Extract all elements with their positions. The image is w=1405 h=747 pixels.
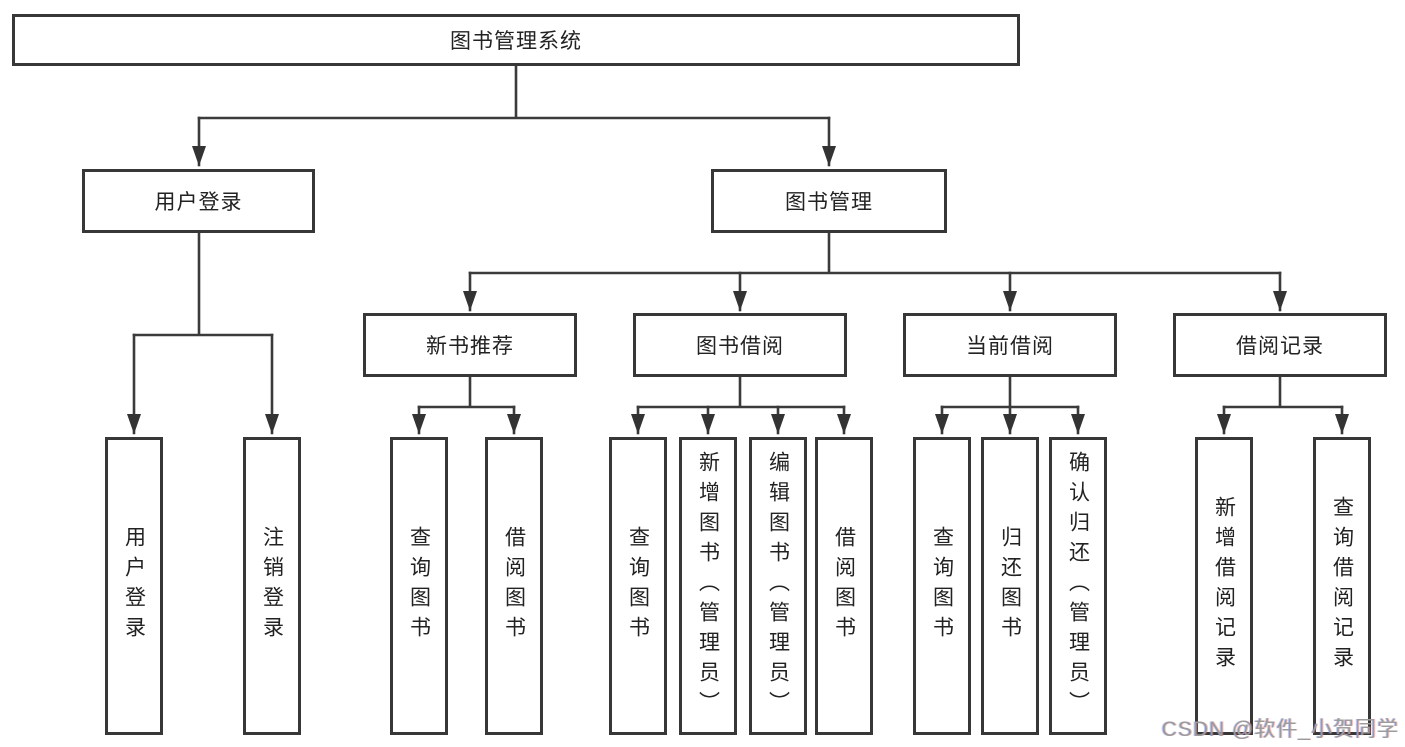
leaf-edit-book-admin: 编辑图书（管理员） <box>749 437 807 735</box>
leaf-borrow-books: 借阅图书 <box>815 437 873 735</box>
node-borrow-records: 借阅记录 <box>1173 313 1387 377</box>
leaf-logout: 注销登录 <box>243 437 301 735</box>
node-new-book-recommend: 新书推荐 <box>363 313 577 377</box>
leaf-return-book-label: 归还图书 <box>998 526 1022 646</box>
node-root: 图书管理系统 <box>12 14 1020 66</box>
leaf-user-login: 用户登录 <box>105 437 163 735</box>
leaf-add-borrow-record-label: 新增借阅记录 <box>1212 496 1236 676</box>
leaf-add-book-admin: 新增图书（管理员） <box>679 437 737 735</box>
leaf-query-borrow-record: 查询借阅记录 <box>1313 437 1371 735</box>
leaf-confirm-return-admin: 确认归还（管理员） <box>1049 437 1107 735</box>
leaf-borrow-books-label: 借阅图书 <box>832 526 856 646</box>
leaf-borrow-books-recommend: 借阅图书 <box>485 437 543 735</box>
node-current-borrow: 当前借阅 <box>903 313 1117 377</box>
leaf-query-books-recommend: 查询图书 <box>390 437 448 735</box>
leaf-query-books-current: 查询图书 <box>913 437 971 735</box>
leaf-confirm-return-admin-label: 确认归还（管理员） <box>1066 451 1090 721</box>
node-book-borrow: 图书借阅 <box>633 313 847 377</box>
node-user-login: 用户登录 <box>82 169 315 233</box>
leaf-query-borrow-record-label: 查询借阅记录 <box>1330 496 1354 676</box>
node-book-borrow-label: 图书借阅 <box>696 335 784 358</box>
node-current-borrow-label: 当前借阅 <box>966 335 1054 358</box>
node-book-management: 图书管理 <box>711 169 947 233</box>
node-user-login-label: 用户登录 <box>154 191 243 214</box>
node-root-label: 图书管理系统 <box>450 30 582 53</box>
leaf-query-books-borrow-label: 查询图书 <box>626 526 650 646</box>
leaf-return-book: 归还图书 <box>981 437 1039 735</box>
node-new-book-recommend-label: 新书推荐 <box>426 335 514 358</box>
leaf-add-book-admin-label: 新增图书（管理员） <box>696 451 720 721</box>
leaf-query-books-recommend-label: 查询图书 <box>407 526 431 646</box>
leaf-query-books-current-label: 查询图书 <box>930 526 954 646</box>
leaf-logout-label: 注销登录 <box>260 526 284 646</box>
node-book-management-label: 图书管理 <box>785 191 873 214</box>
leaf-edit-book-admin-label: 编辑图书（管理员） <box>766 451 790 721</box>
leaf-add-borrow-record: 新增借阅记录 <box>1195 437 1253 735</box>
leaf-borrow-books-recommend-label: 借阅图书 <box>502 526 526 646</box>
watermark: CSDN @软件_小贺同学 <box>1161 718 1399 741</box>
leaf-user-login-label: 用户登录 <box>122 526 146 646</box>
node-borrow-records-label: 借阅记录 <box>1236 335 1324 358</box>
leaf-query-books-borrow: 查询图书 <box>609 437 667 735</box>
